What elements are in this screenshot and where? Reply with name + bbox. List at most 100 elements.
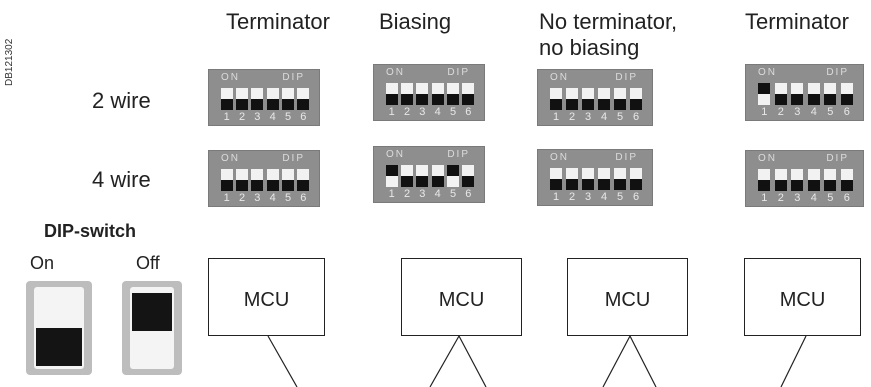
- dip-switch: [401, 83, 413, 105]
- dip-switch-knob: [236, 99, 248, 110]
- dip-label: DIP: [615, 72, 638, 83]
- mcu-box: MCU: [208, 258, 325, 336]
- dip-position-number: 4: [600, 111, 608, 123]
- wire-line: [267, 335, 298, 387]
- dip-switch: [774, 83, 787, 105]
- dip-switch-knob: [251, 180, 264, 191]
- dip-position-number: 3: [584, 111, 592, 123]
- dip-position-number: 5: [616, 111, 624, 123]
- dip-switch: [266, 169, 279, 191]
- dip-switch: [824, 83, 837, 105]
- dip-switch-knob: [431, 176, 444, 187]
- dip-switch-knob: [614, 179, 626, 190]
- dip-switch-knob: [807, 180, 820, 191]
- dip-position-number: 3: [584, 191, 592, 203]
- column-title-no-terminator: No terminator, no biasing: [539, 9, 678, 60]
- dip-switch: [401, 165, 413, 187]
- dip-switch: [582, 168, 594, 190]
- dip-switch: [550, 168, 562, 190]
- dip-switch: [447, 165, 459, 187]
- dip-position-number: 6: [465, 188, 472, 200]
- dip-switch-knob: [598, 99, 610, 110]
- dip-position-number: 4: [810, 192, 817, 204]
- dip-position-number: 5: [449, 188, 457, 200]
- dip-switch: [416, 165, 429, 187]
- dip-switch-knob: [220, 99, 233, 110]
- wire-line: [780, 335, 807, 387]
- dip-switch: [297, 88, 310, 110]
- dip-switch-knob: [598, 179, 610, 190]
- dip-switch-knob: [630, 179, 642, 190]
- dip-switch: [462, 165, 475, 187]
- dip-switch: [598, 88, 610, 110]
- dip-position-number: 2: [238, 192, 246, 204]
- dip-label: DIP: [282, 72, 305, 83]
- dip-switch: [630, 88, 642, 110]
- dip-position-number: 6: [632, 111, 640, 123]
- dip-switch-knob: [840, 180, 853, 191]
- wire-line: [602, 335, 631, 387]
- dip-switch-knob: [824, 180, 837, 191]
- dip-switch: [758, 169, 771, 191]
- dip-label: DIP: [447, 149, 470, 160]
- dip-switch-knob: [824, 94, 837, 105]
- dip-switch-knob: [282, 180, 294, 191]
- dip-switch-knob: [385, 165, 398, 176]
- dip-switch-knob: [614, 99, 626, 110]
- dip-position-number: 1: [552, 191, 560, 203]
- dip-position-number: 2: [568, 111, 576, 123]
- dip-on-label: ON: [758, 67, 777, 78]
- dip-switch-knob: [550, 179, 562, 190]
- dip-switch: [266, 88, 279, 110]
- dip-position-number: 6: [300, 111, 307, 123]
- column-title-terminator-left: Terminator: [226, 9, 330, 34]
- dip-position-number: 3: [794, 192, 801, 204]
- dip-position-number: 2: [403, 106, 411, 118]
- dip-switch-knob: [582, 99, 594, 110]
- dip-label: DIP: [282, 153, 305, 164]
- dip-position-number: 4: [600, 191, 608, 203]
- dip-switch-knob: [401, 176, 413, 187]
- dip-position-number: 3: [419, 106, 426, 118]
- dip-position-number: 3: [419, 188, 426, 200]
- dip-switch-knob: [462, 94, 475, 105]
- dip-on-label: ON: [386, 67, 405, 78]
- legend-switch-off: [122, 281, 182, 375]
- dip-switch: [251, 169, 264, 191]
- dip-switch: [614, 168, 626, 190]
- dip-switch-knob: [758, 180, 771, 191]
- dip-switch: [566, 168, 578, 190]
- dip-position-number: 2: [568, 191, 576, 203]
- dip-switch-knob: [566, 99, 578, 110]
- dip-switch-knob: [462, 176, 475, 187]
- dip-position-number: 5: [827, 106, 834, 118]
- dip-switch-knob: [550, 99, 562, 110]
- dip-label: DIP: [826, 67, 849, 78]
- dip-position-number: 1: [761, 106, 768, 118]
- dip-switch-knob: [282, 99, 294, 110]
- dip-switch: [630, 168, 642, 190]
- legend-off-label: Off: [136, 253, 160, 273]
- dip-switch-knob: [807, 94, 820, 105]
- dip-switch: [824, 169, 837, 191]
- row-label-4-wire: 4 wire: [92, 167, 151, 192]
- dip-switch-knob: [630, 99, 642, 110]
- dip-switch: [598, 168, 610, 190]
- dip-switch-knob: [416, 94, 429, 105]
- dip-label: DIP: [615, 152, 638, 163]
- column-title-terminator-right: Terminator: [745, 9, 849, 34]
- dip-switch-knob: [220, 180, 233, 191]
- dip-switch: [282, 88, 294, 110]
- dip-switch: [840, 169, 853, 191]
- dip-position-number: 3: [254, 192, 261, 204]
- dip-position-number: 5: [616, 191, 624, 203]
- dip-label: DIP: [826, 153, 849, 164]
- dip-switch: [614, 88, 626, 110]
- dip-switch: [840, 83, 853, 105]
- dip-position-number: 5: [449, 106, 457, 118]
- dip-switch-knob: [266, 180, 279, 191]
